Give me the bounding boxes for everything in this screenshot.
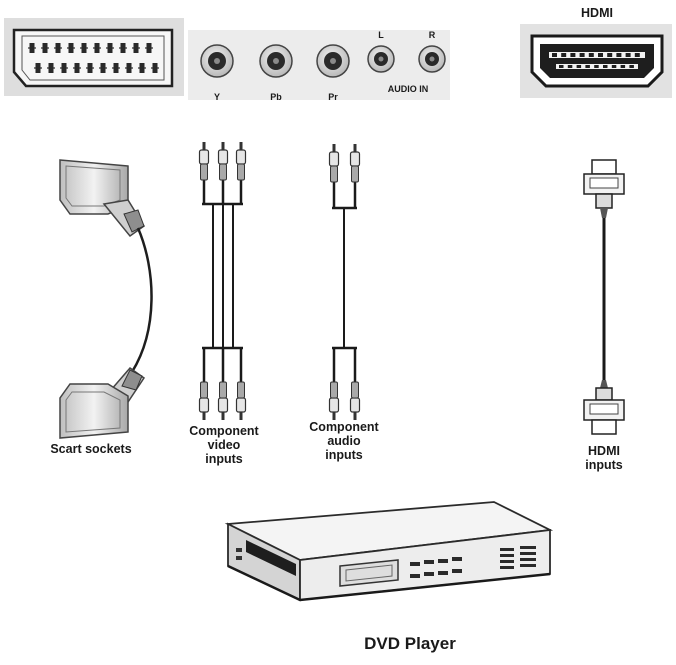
hdmi-pin <box>567 65 573 68</box>
label-hdmi-inputs: HDMI inputs <box>576 444 632 472</box>
scart-pin <box>106 43 114 53</box>
hdmi-pin <box>594 65 599 68</box>
panel-rca-jacks <box>188 30 450 100</box>
jack-label-audio-in: AUDIO IN <box>387 84 429 94</box>
scart-pin <box>138 63 146 73</box>
hdmi-pin <box>616 53 622 57</box>
jack-label-pr: Pr <box>328 92 338 102</box>
rca-plug <box>217 381 229 420</box>
hdmi-pin <box>611 65 617 68</box>
component-video-cable <box>202 154 243 392</box>
hdmi-pin <box>607 53 613 57</box>
scart-pin <box>145 43 153 53</box>
scart-cable <box>59 159 153 439</box>
hdmi-pin <box>620 65 626 68</box>
label-dvd-player: DVD Player <box>364 634 456 653</box>
scart-pin <box>86 63 94 73</box>
scart-pin <box>93 43 101 53</box>
jack-label-y: Y <box>213 92 220 102</box>
rca-plug <box>198 142 210 181</box>
hdmi-pin <box>588 53 594 57</box>
scart-pin <box>125 63 133 73</box>
hdmi-pin <box>629 65 634 68</box>
hdmi-pin <box>570 53 576 57</box>
label-hdmi-inputs-line1: HDMI <box>588 444 620 458</box>
scart-pin <box>132 43 140 53</box>
scart-pin <box>99 63 107 73</box>
label-component-video-line2: video <box>207 438 241 452</box>
scart-pin <box>119 43 127 53</box>
jack-label-pb: Pb <box>270 92 282 102</box>
hdmi-pin <box>576 65 582 68</box>
label-component-audio: Component audio inputs <box>296 420 392 462</box>
scart-pin <box>28 43 36 53</box>
hdmi-pin <box>634 53 640 57</box>
jack-pb <box>259 44 293 78</box>
hdmi-pin <box>625 53 631 57</box>
rca-plug <box>328 144 340 183</box>
rca-plug <box>198 381 210 420</box>
rca-plug <box>217 142 229 181</box>
label-component-audio-line2: audio <box>327 434 361 448</box>
scart-pin <box>112 63 120 73</box>
dvd-player-illustration <box>224 501 554 602</box>
panel-scart-socket <box>4 18 184 96</box>
component-video-plugs <box>198 142 247 420</box>
jack-label-l: L <box>378 30 384 40</box>
hdmi-pin <box>559 65 564 68</box>
scart-pin <box>60 63 68 73</box>
scart-pin <box>47 63 55 73</box>
jack-label-r: R <box>428 30 436 40</box>
hdmi-pin <box>585 65 590 68</box>
rca-plug <box>235 381 247 420</box>
component-audio-plugs <box>328 144 361 420</box>
hdmi-pin <box>598 53 603 57</box>
hdmi-title: HDMI <box>581 6 613 20</box>
component-audio-cable <box>332 156 357 392</box>
rca-plug <box>349 144 361 183</box>
scart-pin <box>80 43 88 53</box>
hdmi-pin <box>579 53 585 57</box>
label-hdmi-inputs-line2: inputs <box>585 458 623 472</box>
jack-pr <box>316 44 350 78</box>
label-component-audio-line1: Component <box>309 420 379 434</box>
rca-plug <box>349 381 361 420</box>
hdmi-pin <box>561 53 567 57</box>
scart-pin <box>151 63 159 73</box>
scart-pin <box>54 43 62 53</box>
label-scart-sockets: Scart sockets <box>50 442 132 456</box>
hdmi-cable <box>583 159 625 435</box>
label-component-video-line1: Component <box>189 424 259 438</box>
label-component-audio-line3: inputs <box>325 448 363 462</box>
scart-pin <box>41 43 49 53</box>
hdmi-pin <box>552 53 557 57</box>
panel-hdmi-port <box>520 24 672 98</box>
jack-y <box>200 44 234 78</box>
rca-plug <box>235 142 247 181</box>
scart-pin <box>73 63 81 73</box>
scart-pin <box>67 43 75 53</box>
jack-audio-l <box>367 45 395 73</box>
label-component-video: Component video inputs <box>176 424 272 466</box>
jack-audio-r <box>418 45 446 73</box>
rca-plug <box>328 381 340 420</box>
scart-pin <box>34 63 42 73</box>
label-component-video-line3: inputs <box>205 452 243 466</box>
hdmi-pin <box>603 65 608 68</box>
